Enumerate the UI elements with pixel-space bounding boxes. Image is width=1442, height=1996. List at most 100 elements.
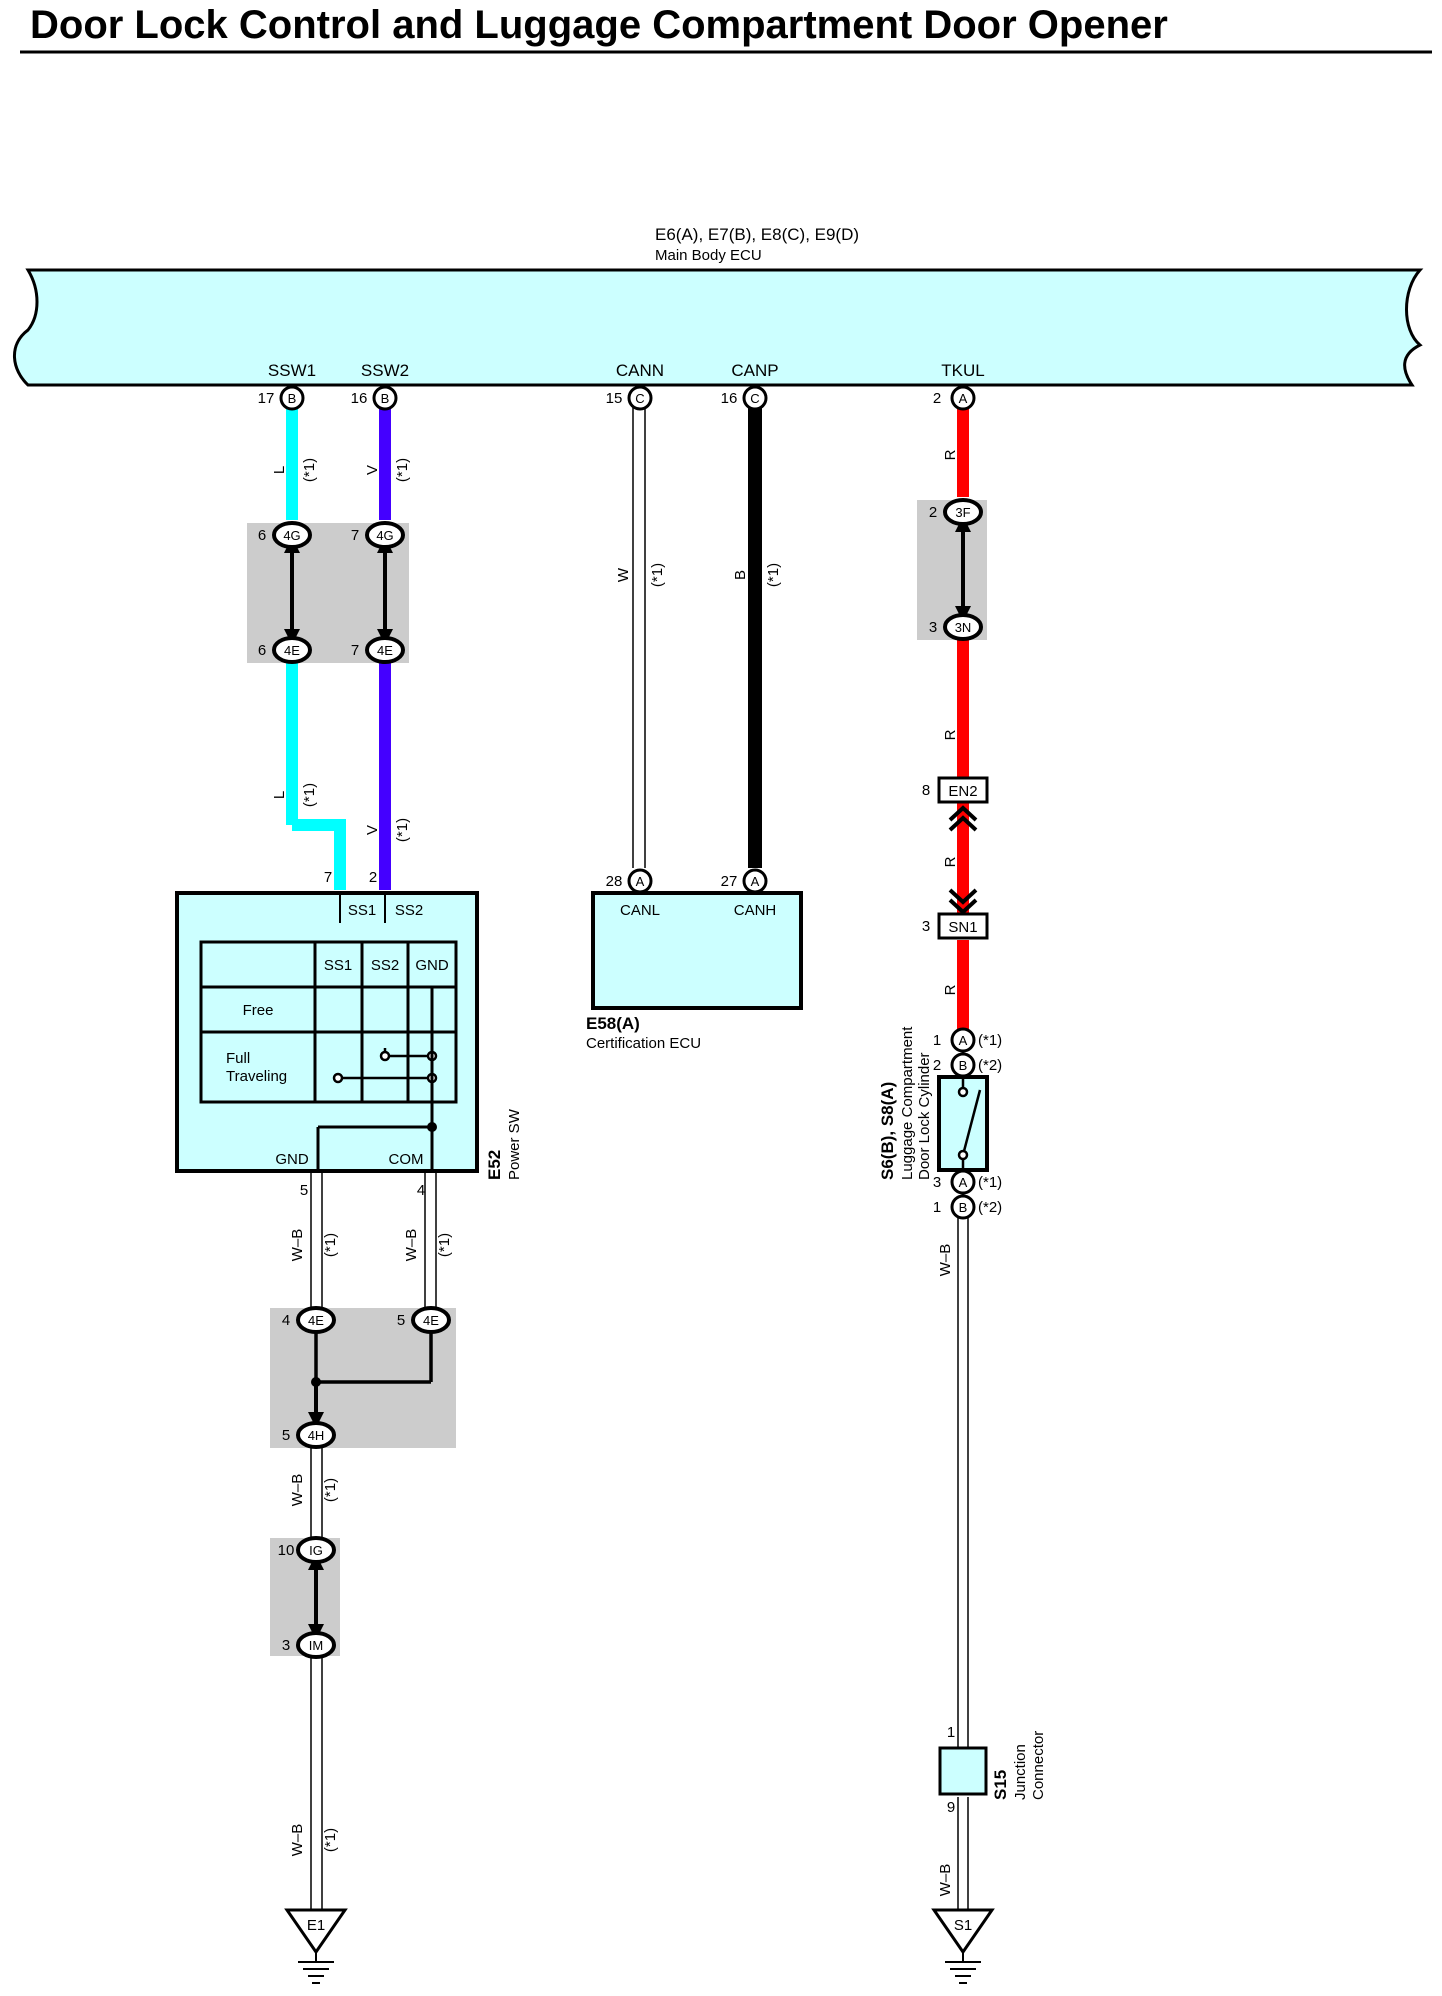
wire-note-l-1: (*1) (301, 458, 318, 482)
cert-ecu-name: Certification ECU (586, 1035, 701, 1052)
junction-ssw1-bot-pin: 6 (258, 642, 266, 659)
junction-ssw1-top-ring (272, 521, 312, 549)
connector-canl-pin: 28 (606, 873, 623, 890)
connector-ssw2-conn: B (381, 391, 390, 406)
power-sw-pin-ss1: 7 (324, 869, 332, 886)
wire-label-wb-4h: W–B (289, 1474, 306, 1507)
connector-chevrons-en2 (948, 805, 978, 832)
junction-connector-name2: Connector (1030, 1731, 1047, 1800)
connector-sn1 (937, 912, 989, 940)
note-lock-top1: (*1) (978, 1032, 1002, 1049)
wire-ssw1 (286, 398, 346, 890)
wire-note-v-1: (*1) (394, 458, 411, 482)
connector-lock-cyl-top2-ring (950, 1052, 976, 1078)
connector-ssw2-pin: 16 (351, 390, 368, 407)
wire-label-l-2: L (271, 791, 288, 799)
table-row-free: Free (243, 1002, 274, 1019)
junction-com-a-code: 4E (423, 1313, 439, 1328)
junction-ssw2-bot-code: 4E (377, 643, 393, 658)
junction-ssw1-top-pin: 6 (258, 527, 266, 544)
connector-chevrons-sn1 (948, 888, 978, 915)
connector-canp-pin: 16 (721, 390, 738, 407)
junction-tkul-top-ring (943, 498, 983, 526)
table-row-full: Full (226, 1050, 250, 1067)
junction-gnd-a-pin: 4 (282, 1312, 290, 1329)
connector-lock-cyl-bot2-conn: B (959, 1200, 968, 1215)
junction-ig-bot-pin: 3 (282, 1637, 290, 1654)
table-header-gnd: GND (415, 957, 449, 974)
main-ecu-connectors: E6(A), E7(B), E8(C), E9(D) (655, 225, 859, 244)
connector-canp-conn: C (750, 391, 759, 406)
junction-ssw1-bot-code: 4E (284, 643, 300, 658)
connector-lock-cyl-top1-pin: 1 (933, 1032, 941, 1049)
connector-lock-cyl-bot1-ring (950, 1169, 976, 1195)
junction-ssw1-bot-ring (272, 636, 312, 664)
wire-note-wb-4h: (*1) (322, 1478, 339, 1502)
power-sw-table (199, 940, 458, 1104)
wire-label-r-4: R (942, 984, 959, 995)
connector-tkul-pin: 2 (933, 390, 941, 407)
power-sw-pin-ss2: 2 (369, 869, 377, 886)
junction-connector-name1: Junction (1012, 1744, 1029, 1800)
wire-note-wb-com: (*1) (436, 1233, 453, 1257)
connector-ssw1-pin: 17 (258, 390, 275, 407)
connector-lock-cyl-top2-pin: 2 (933, 1057, 941, 1074)
wire-label-w: W (615, 567, 632, 582)
wire-label-r-2: R (942, 729, 959, 740)
wire-label-b: B (732, 570, 749, 580)
lock-cyl-name2: Door Lock Cylinder (916, 1052, 933, 1180)
connector-canh-conn: A (751, 874, 760, 889)
power-sw-term-ss2: SS2 (395, 902, 423, 919)
wire-note-v-2: (*1) (394, 818, 411, 842)
connector-lock-cyl-top1-conn: A (959, 1033, 968, 1048)
junction-tkul-top-pin: 2 (929, 504, 937, 521)
junction-ig-bot-ring (296, 1631, 336, 1659)
cert-ecu-canl: CANL (620, 902, 660, 919)
connector-canl-conn: A (636, 874, 645, 889)
wire-note-wb-e1: (*1) (322, 1828, 339, 1852)
junction-ig-top-code: IG (309, 1543, 323, 1558)
note-lock-bot2: (*2) (978, 1199, 1002, 1216)
table-header-ss1: SS1 (324, 957, 352, 974)
wire-label-wb-gnd: W–B (289, 1229, 306, 1262)
wire-label-wb-lock: W–B (937, 1244, 954, 1277)
junction-ssw2-top-ring (365, 521, 405, 549)
junction-connector-box (938, 1746, 988, 1796)
connector-sn1-pin: 3 (922, 918, 930, 935)
wire-cann (632, 398, 646, 868)
connector-lock-cyl-bot2-ring (950, 1194, 976, 1220)
connector-canh-ring (742, 868, 768, 894)
connector-canl-ring (627, 868, 653, 894)
connector-cann-pin: 15 (606, 390, 623, 407)
terminal-ssw2: SSW2 (361, 361, 409, 380)
wire-note-wb-gnd: (*1) (322, 1233, 339, 1257)
junction-4e-4h-wiring (314, 1332, 433, 1384)
table-row-traveling: Traveling (226, 1068, 287, 1085)
main-ecu-name: Main Body ECU (655, 247, 762, 264)
cert-ecu-box (591, 891, 803, 1010)
terminal-ssw1: SSW1 (268, 361, 316, 380)
power-sw-term-ss1: SS1 (348, 902, 376, 919)
connector-lock-cyl-bot2-pin: 1 (933, 1199, 941, 1216)
power-sw-term-com: COM (389, 1151, 424, 1168)
power-sw-pin-com: 4 (417, 1182, 425, 1199)
wire-note-w: (*1) (649, 563, 666, 587)
junction-com-a-ring (411, 1306, 451, 1334)
junction-ssw2-bot-pin: 7 (351, 642, 359, 659)
note-lock-bot1: (*1) (978, 1174, 1002, 1191)
connector-tkul-ring (950, 385, 976, 411)
ground-right-label: S1 (954, 1917, 972, 1934)
terminal-tkul: TKUL (941, 361, 984, 380)
junction-ssw2-top-code: 4G (376, 528, 393, 543)
junction-ig-bot-code: IM (309, 1638, 323, 1653)
wire-note-b: (*1) (765, 563, 782, 587)
junction-gnd-a-code: 4E (308, 1313, 324, 1328)
connector-en2-code: EN2 (948, 783, 977, 800)
lock-cyl-switch (957, 1077, 982, 1170)
wire-lock-cyl-wb (957, 1218, 969, 1910)
power-sw-name: Power SW (506, 1108, 523, 1180)
junction-connector-pin-bot: 9 (947, 1799, 955, 1816)
junction-gnd-a-ring (296, 1306, 336, 1334)
junction-ssw1-top-code: 4G (283, 528, 300, 543)
